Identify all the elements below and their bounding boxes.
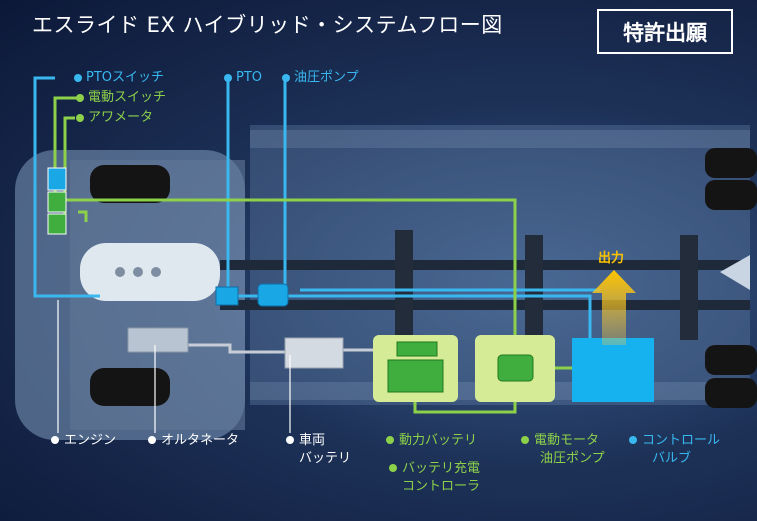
dot-charge-controller xyxy=(389,464,397,472)
alternator-unit xyxy=(127,327,189,353)
label-motor-pump-1: 電動モータ xyxy=(534,433,600,448)
dot-engine xyxy=(51,436,59,444)
frame-rail-lower xyxy=(220,300,750,310)
line-alternator-to-battery xyxy=(155,343,285,354)
engine-cylinder-1 xyxy=(115,267,125,277)
dot-electric-switch xyxy=(76,94,84,102)
bed-rail-top xyxy=(250,130,750,148)
label-hydraulic-pump: 油圧ポンプ xyxy=(294,70,359,85)
rear-wheel-1 xyxy=(705,148,757,178)
label-vehicle-battery-1: 車両 xyxy=(299,433,326,448)
motor-pump-unit xyxy=(497,354,534,382)
line-electric-switch xyxy=(53,96,80,200)
label-power-battery: 動力バッテリ xyxy=(399,433,478,448)
label-engine: エンジン xyxy=(64,433,117,448)
label-hour-meter: アワメータ xyxy=(88,110,154,125)
engine-block xyxy=(80,243,220,301)
label-alternator: オルタネータ xyxy=(161,433,240,448)
label-control-valve-2: バルブ xyxy=(652,451,692,466)
dot-motor-pump xyxy=(521,436,529,444)
line-pto-to-valve xyxy=(235,294,592,340)
dot-power-battery xyxy=(386,436,394,444)
output-arrow xyxy=(592,270,636,345)
dot-pto xyxy=(224,74,232,82)
pto-unit xyxy=(215,286,239,306)
label-charge-controller-2: コントローラ xyxy=(402,479,481,494)
engine-cylinder-3 xyxy=(151,267,161,277)
hydraulic-pump-unit xyxy=(257,283,289,307)
line-switch-to-motor xyxy=(62,198,517,355)
dot-hour-meter xyxy=(76,114,84,122)
frame-rear-cone xyxy=(720,255,750,290)
label-leaders xyxy=(57,300,291,433)
line-pto-switch xyxy=(33,76,100,298)
hour-meter-module xyxy=(47,213,67,235)
label-motor-pump-2: 油圧ポンプ xyxy=(540,451,605,466)
cross-member-3 xyxy=(680,235,698,340)
label-vehicle-battery-2: バッテリ xyxy=(299,451,352,466)
label-electric-switch: 電動スイッチ xyxy=(88,90,167,105)
label-pto: PTO xyxy=(236,70,263,85)
label-pto-switch: PTOスイッチ xyxy=(86,70,165,85)
dot-alternator xyxy=(148,436,156,444)
rear-wheel-2 xyxy=(705,180,757,210)
label-output: 出力 xyxy=(598,251,625,266)
dot-control-valve xyxy=(629,436,637,444)
diagram-title: エスライド EX ハイブリッド・システムフロー図 xyxy=(32,13,503,37)
control-valve-unit xyxy=(572,338,654,402)
frame-rail-upper xyxy=(220,260,750,270)
cross-member-1 xyxy=(395,230,413,340)
charge-controller-unit xyxy=(396,341,438,357)
label-dots xyxy=(51,74,637,472)
pto-switch-module xyxy=(47,167,67,191)
rear-wheel-3 xyxy=(705,345,757,375)
engine-cylinder-2 xyxy=(133,267,143,277)
dot-vehicle-battery xyxy=(286,436,294,444)
dot-pto-switch xyxy=(74,74,82,82)
cross-member-2 xyxy=(525,235,543,340)
label-charge-controller-1: バッテリ充電 xyxy=(402,461,481,476)
frame-rails xyxy=(220,230,750,340)
rear-wheel-4 xyxy=(705,378,757,408)
label-control-valve-1: コントロール xyxy=(642,433,721,448)
wheels xyxy=(90,148,757,408)
electric-switch-module xyxy=(47,191,67,213)
patent-badge: 特許出願 xyxy=(597,9,733,54)
dot-hydraulic-pump xyxy=(282,74,290,82)
engine-body xyxy=(80,243,220,301)
front-wheel-left xyxy=(90,165,170,203)
power-battery-unit xyxy=(387,359,444,393)
line-meter-return xyxy=(78,210,88,222)
blue-lines xyxy=(33,76,600,340)
front-wheel-right xyxy=(90,368,170,406)
vehicle-battery-unit xyxy=(284,337,344,369)
